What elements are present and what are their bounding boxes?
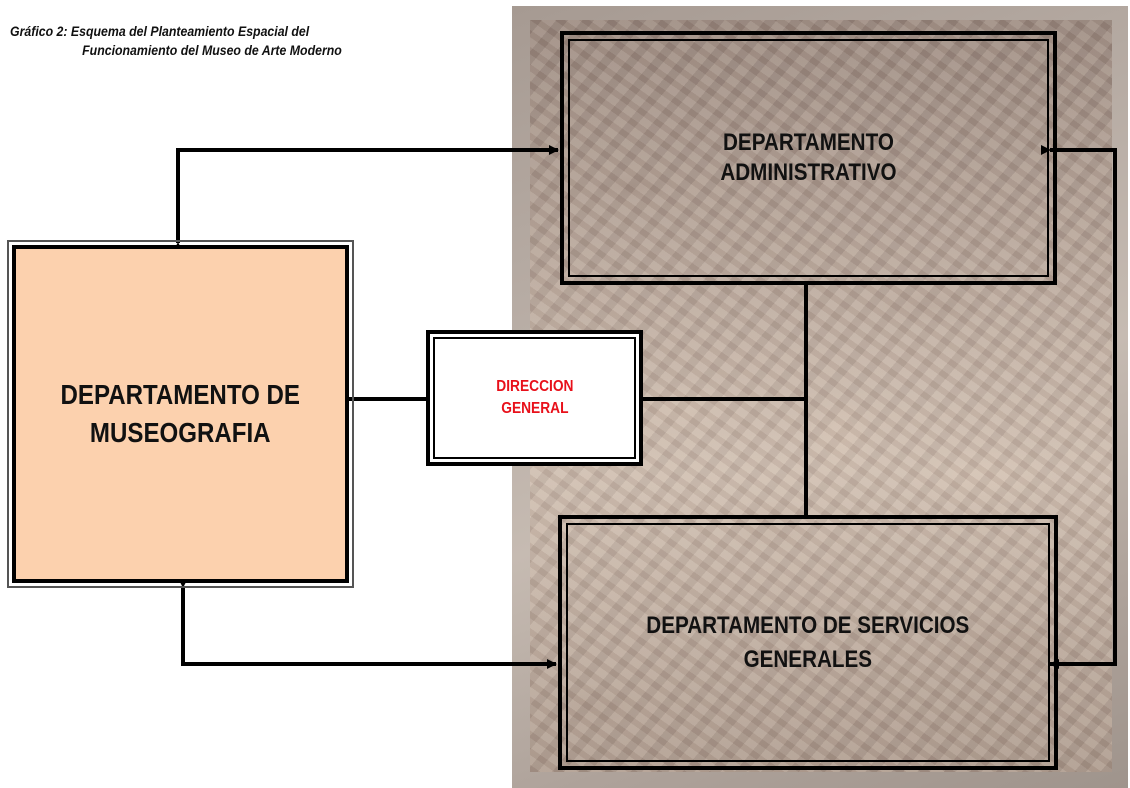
node-departamento-museografia: DEPARTAMENTO DE MUSEOGRAFIA	[7, 240, 354, 588]
node-departamento-servicios-generales: DEPARTAMENTO DE SERVICIOS GENERALES	[558, 515, 1058, 770]
link-museo-admin	[173, 145, 559, 252]
direccion-line-2: GENERAL	[500, 400, 569, 417]
admin-line-2: ADMINISTRATIVO	[720, 159, 897, 186]
caption-line-1: Gráfico 2: Esquema del Planteamiento Esp…	[10, 23, 310, 39]
servicios-line-1: DEPARTAMENTO DE SERVICIOS	[646, 611, 970, 639]
admin-line-1: DEPARTAMENTO	[723, 129, 894, 156]
museografia-line-2: MUSEOGRAFIA	[90, 417, 271, 448]
museografia-line-1: DEPARTAMENTO DE	[60, 379, 301, 410]
node-direccion-general: DIRECCION GENERAL	[426, 330, 643, 466]
caption-line-2: Funcionamiento del Museo de Arte Moderno	[82, 42, 342, 58]
link-admin-servicios	[1041, 145, 1117, 669]
node-departamento-administrativo: DEPARTAMENTO ADMINISTRATIVO	[560, 31, 1057, 285]
direccion-line-1: DIRECCION	[495, 378, 574, 395]
link-museo-servicios	[178, 578, 557, 669]
figure-caption: Gráfico 2: Esquema del Planteamiento Esp…	[10, 22, 342, 60]
servicios-line-2: GENERALES	[743, 645, 873, 673]
